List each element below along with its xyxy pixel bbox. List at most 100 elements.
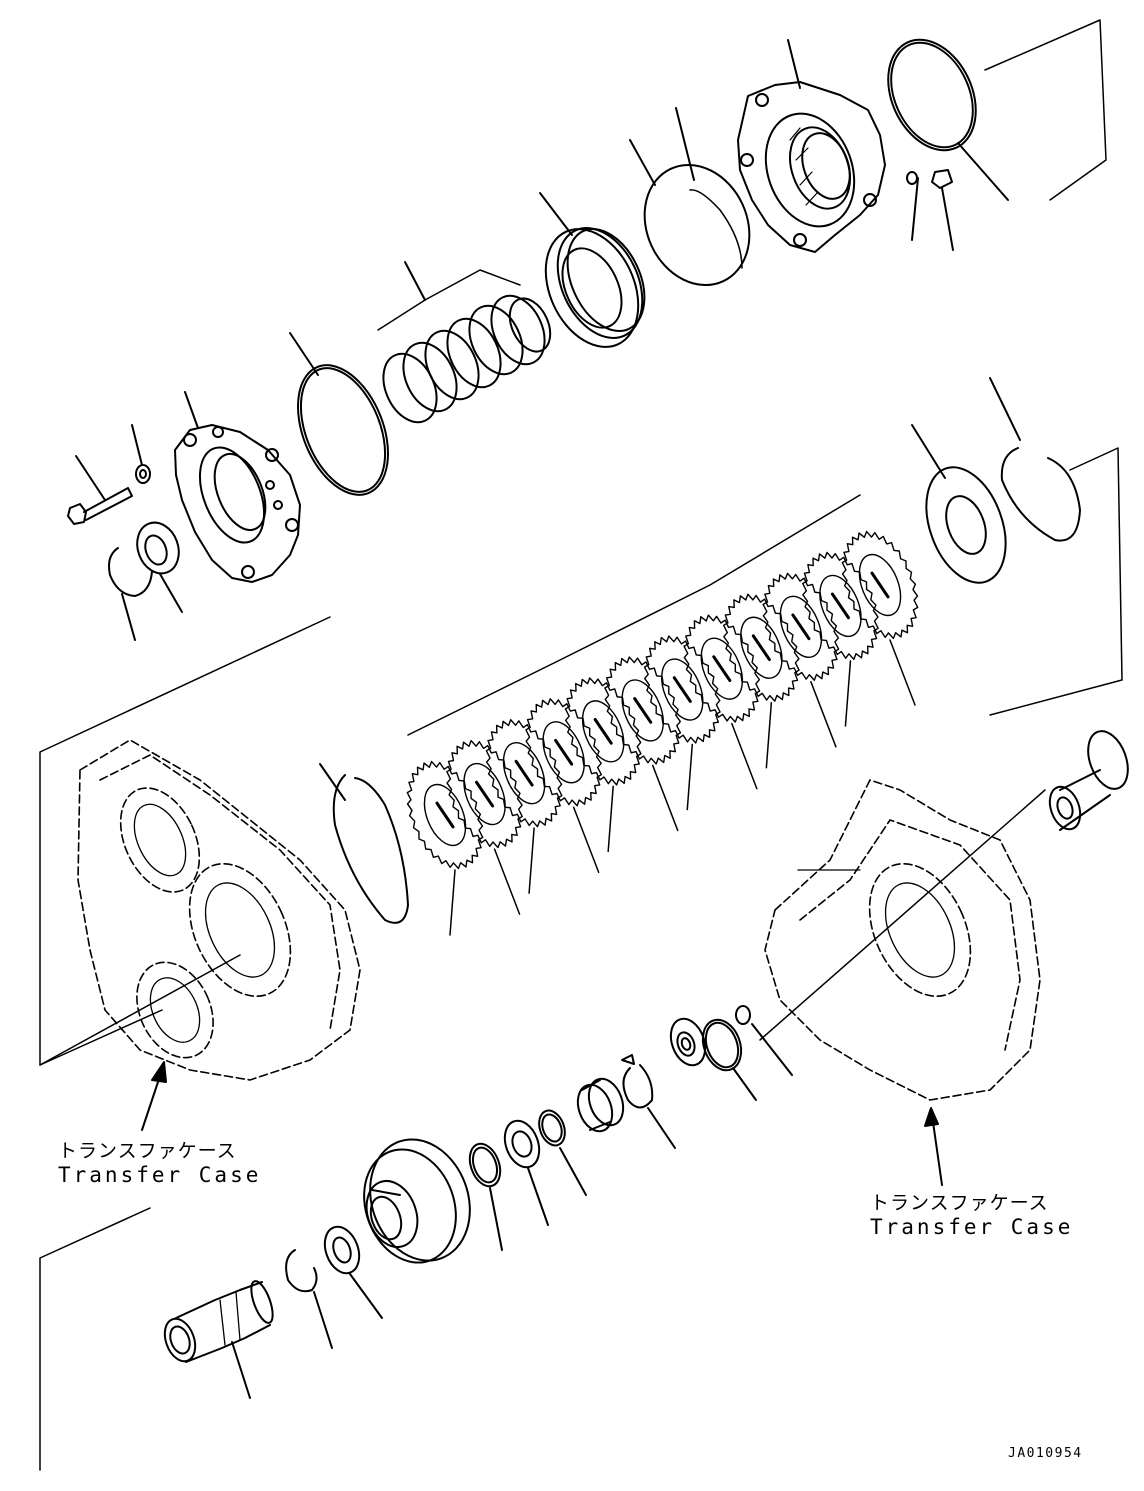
spring-set <box>377 261 552 424</box>
disc-teeth <box>446 739 523 849</box>
disc-teeth <box>683 614 761 723</box>
hub-small <box>669 1017 707 1067</box>
arrow-up-icon <box>141 1061 167 1131</box>
disc-bore <box>463 762 506 826</box>
separator-plate <box>406 760 484 870</box>
disc-groove <box>830 592 850 620</box>
leader-line <box>449 869 456 936</box>
disc-groove <box>791 613 811 641</box>
cover-left <box>174 391 301 583</box>
leader-line <box>686 743 694 811</box>
disc-bore <box>858 553 902 617</box>
washer <box>131 424 151 484</box>
friction-disc <box>525 698 603 807</box>
spacer-ring <box>468 1142 503 1251</box>
disc-teeth <box>564 677 642 786</box>
transfer-case-label-left-jp: トランスファケース <box>58 1140 237 1162</box>
disc-teeth <box>802 551 879 661</box>
disc-bore <box>621 679 664 742</box>
leader-line <box>572 806 600 874</box>
output-flange <box>1048 730 1129 831</box>
transfer-case-right <box>764 779 1041 1101</box>
transfer-case-left-solid <box>39 803 276 1066</box>
needle-bearing <box>576 1077 625 1133</box>
ring-small-2 <box>538 1109 587 1196</box>
spline-shaft <box>163 1280 274 1399</box>
disc-groove <box>475 780 495 808</box>
snap-ring-top <box>629 107 751 287</box>
transfer-case-label-right-en: Transfer Case <box>870 1214 1074 1239</box>
disc-groove <box>870 571 890 599</box>
friction-disc <box>762 572 840 681</box>
separator-plate <box>564 677 642 786</box>
disc-bore <box>581 700 625 763</box>
leader-line <box>493 848 521 915</box>
clutch-bracket <box>407 494 861 736</box>
frame-lines <box>39 19 1123 1471</box>
small-o-ring <box>735 1005 793 1076</box>
disc-teeth <box>643 635 721 744</box>
transfer-case-left <box>77 739 361 1081</box>
bearing-left <box>136 521 183 613</box>
transfer-case-label-left-en: Transfer Case <box>58 1162 262 1187</box>
separator-plate <box>485 719 563 828</box>
leader-line <box>607 785 614 853</box>
disc-bore <box>542 721 585 784</box>
bearing-small <box>323 1225 383 1319</box>
leader-line <box>889 639 916 706</box>
leader-line <box>731 722 758 790</box>
transfer-case-label-left: トランスファケース Transfer Case <box>58 1140 261 1188</box>
disc-groove <box>435 801 455 829</box>
disc-bore <box>700 637 744 700</box>
disc-bore <box>819 574 862 638</box>
friction-disc <box>604 656 682 765</box>
disc-groove <box>593 718 613 745</box>
disc-bore <box>661 658 704 721</box>
friction-disc <box>446 739 523 849</box>
leader-line <box>844 660 852 727</box>
disc-teeth <box>722 593 800 702</box>
drawing-id: JA010954 <box>1008 1446 1083 1461</box>
disc-teeth <box>485 719 563 828</box>
clutch-pack <box>406 530 919 936</box>
transfer-case-label-right: トランスファケース Transfer Case <box>870 1192 1073 1240</box>
leader-line <box>765 701 773 769</box>
large-o-ring-top <box>887 38 1009 201</box>
seal-ring-lower <box>701 1018 757 1101</box>
separator-plate <box>643 635 721 744</box>
leader-line <box>651 764 679 832</box>
leader-line <box>810 681 837 748</box>
disc-bore <box>740 616 783 679</box>
bolt <box>67 455 133 525</box>
separator-plate <box>802 551 879 661</box>
snap-ring-small <box>621 1054 676 1149</box>
disc-teeth <box>525 698 603 807</box>
snap-ring-left <box>108 547 153 641</box>
snap-ring-shaft <box>285 1249 333 1349</box>
disc-groove <box>633 697 653 724</box>
disc-groove <box>554 738 574 766</box>
disc-groove <box>672 676 692 703</box>
disc-bore <box>423 783 467 847</box>
retainer-housing-top <box>737 39 954 253</box>
friction-disc <box>841 530 919 640</box>
disc-bore <box>502 742 546 805</box>
thrust-washer-right <box>911 424 1007 584</box>
transfer-case-right-solid <box>759 789 1046 1041</box>
piston <box>539 192 646 348</box>
transfer-case-label-right-jp: トランスファケース <box>870 1192 1049 1214</box>
snap-ring-right <box>989 377 1081 542</box>
disc-bore <box>779 595 823 658</box>
disc-teeth <box>604 656 682 765</box>
disc-teeth <box>762 572 840 681</box>
clutch-drum <box>363 1138 471 1264</box>
disc-groove <box>514 759 534 787</box>
disc-teeth <box>841 530 919 640</box>
bearing-lower <box>503 1119 549 1226</box>
snap-ring-lower <box>319 763 409 924</box>
disc-groove <box>751 634 771 662</box>
friction-disc <box>683 614 761 723</box>
arrow-up-icon <box>924 1107 943 1186</box>
disc-teeth <box>406 760 484 870</box>
